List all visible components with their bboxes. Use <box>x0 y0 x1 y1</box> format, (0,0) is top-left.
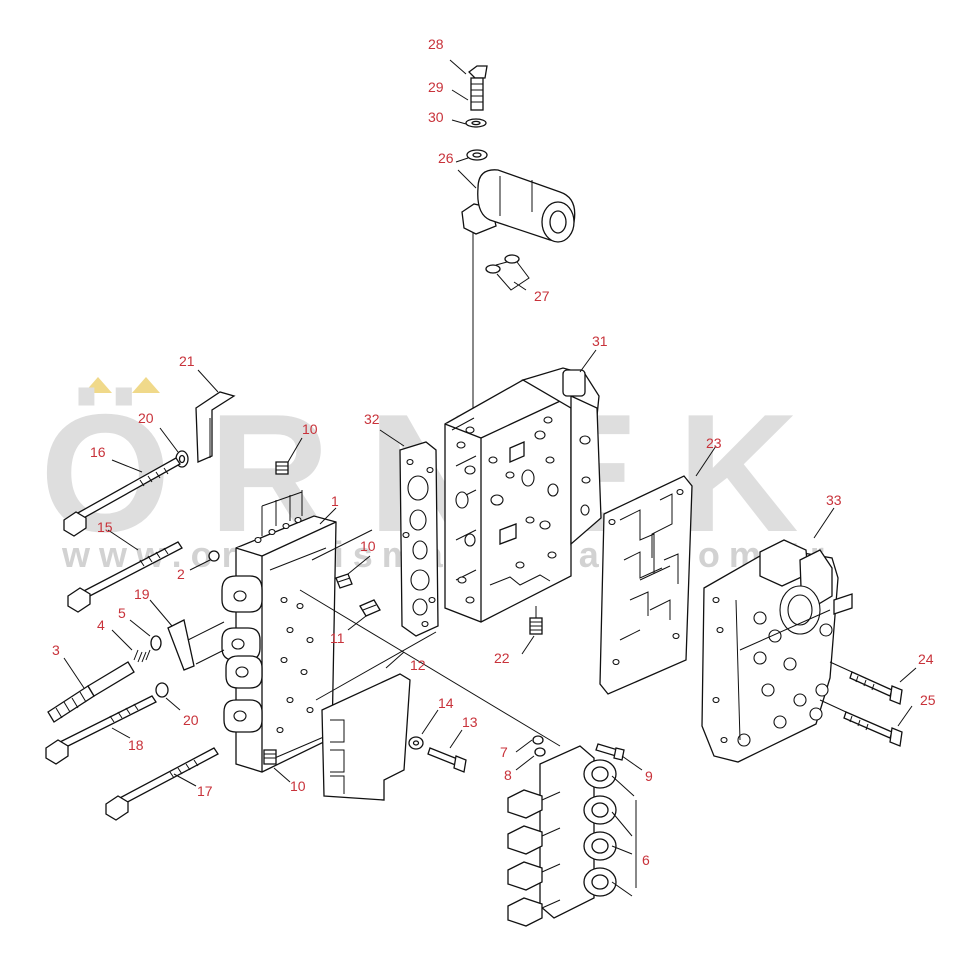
spool-3 <box>47 661 135 723</box>
callout-21: 21 <box>179 353 195 369</box>
watermark-accent-right <box>132 377 160 393</box>
callout-3: 3 <box>52 642 60 658</box>
callout-17: 17 <box>197 783 213 799</box>
callout-10-top: 10 <box>302 421 318 437</box>
callout-20-bottom: 20 <box>183 712 199 728</box>
callout-32: 32 <box>364 411 380 427</box>
bolt-15 <box>67 541 183 613</box>
bolt-16 <box>63 457 181 537</box>
callout-10-mid: 10 <box>360 538 376 554</box>
valve-body-31 <box>444 367 602 623</box>
washer-14 <box>408 736 424 750</box>
plug-10-top <box>275 461 289 475</box>
callout-11: 11 <box>330 630 345 646</box>
plug-10-mid <box>335 573 353 589</box>
callout-5: 5 <box>118 605 126 621</box>
callout-12: 12 <box>410 657 426 673</box>
gasket-23 <box>599 475 693 695</box>
ring-8 <box>534 747 546 757</box>
assembly-leaders <box>299 529 561 747</box>
callout-19: 19 <box>134 586 150 602</box>
callout-20-top: 20 <box>138 410 154 426</box>
callout-8: 8 <box>504 767 512 783</box>
callout-14: 14 <box>438 695 454 711</box>
callout-24: 24 <box>918 651 934 667</box>
callout-27: 27 <box>534 288 550 304</box>
bolt-25 <box>819 699 903 747</box>
callout-16: 16 <box>90 444 106 460</box>
clip-19 <box>167 619 225 671</box>
watermark-accent-left <box>84 377 112 393</box>
ring-7 <box>532 735 544 745</box>
gasket-32 <box>399 441 439 637</box>
washer-30 <box>465 118 487 128</box>
plug-22 <box>529 606 543 635</box>
callout-leaders <box>63 59 917 787</box>
bolt-18 <box>45 695 157 765</box>
bolt-28 <box>468 65 488 111</box>
leader-plugs-10 <box>261 490 303 536</box>
callout-6: 6 <box>642 852 650 868</box>
screw-9 <box>595 743 625 761</box>
callout-9: 9 <box>645 768 653 784</box>
callout-7: 7 <box>500 744 508 760</box>
housing-33 <box>701 539 853 763</box>
bolt-24 <box>829 661 903 705</box>
ball-2 <box>208 550 220 562</box>
bracket-21 <box>195 391 236 463</box>
plate-12 <box>321 673 411 801</box>
callout-18: 18 <box>128 737 144 753</box>
callout-2: 2 <box>177 566 185 582</box>
ring-5 <box>150 635 162 651</box>
washer-26 <box>466 149 488 161</box>
leader-6 <box>611 775 637 897</box>
spring-4 <box>133 649 151 663</box>
callout-30: 30 <box>428 109 444 125</box>
callout-29: 29 <box>428 79 444 95</box>
washer-20-bottom <box>155 682 169 698</box>
callout-26: 26 <box>438 150 454 166</box>
bolt-13 <box>427 747 467 773</box>
callout-28: 28 <box>428 36 444 52</box>
callout-23: 23 <box>706 435 722 451</box>
solenoid-26 <box>461 169 576 243</box>
callout-13: 13 <box>462 714 478 730</box>
callout-1: 1 <box>331 493 339 509</box>
callout-33: 33 <box>826 492 842 508</box>
solenoid-pack-6 <box>507 745 617 927</box>
plug-11 <box>359 599 381 617</box>
callout-25: 25 <box>920 692 936 708</box>
watermark-url: www.ornekismakinalari.com.tr <box>62 535 922 575</box>
callout-10-bottom: 10 <box>290 778 306 794</box>
callout-labels: 28 29 30 26 27 31 21 32 23 20 10 16 1 33… <box>52 36 936 868</box>
callout-22: 22 <box>494 650 510 666</box>
plug-10-bottom <box>263 749 277 765</box>
o-rings-27 <box>485 254 530 291</box>
valve-block-1 <box>221 515 337 773</box>
callout-4: 4 <box>97 617 105 633</box>
callout-15: 15 <box>97 519 113 535</box>
bolt-17 <box>105 747 219 821</box>
callout-31: 31 <box>592 333 608 349</box>
